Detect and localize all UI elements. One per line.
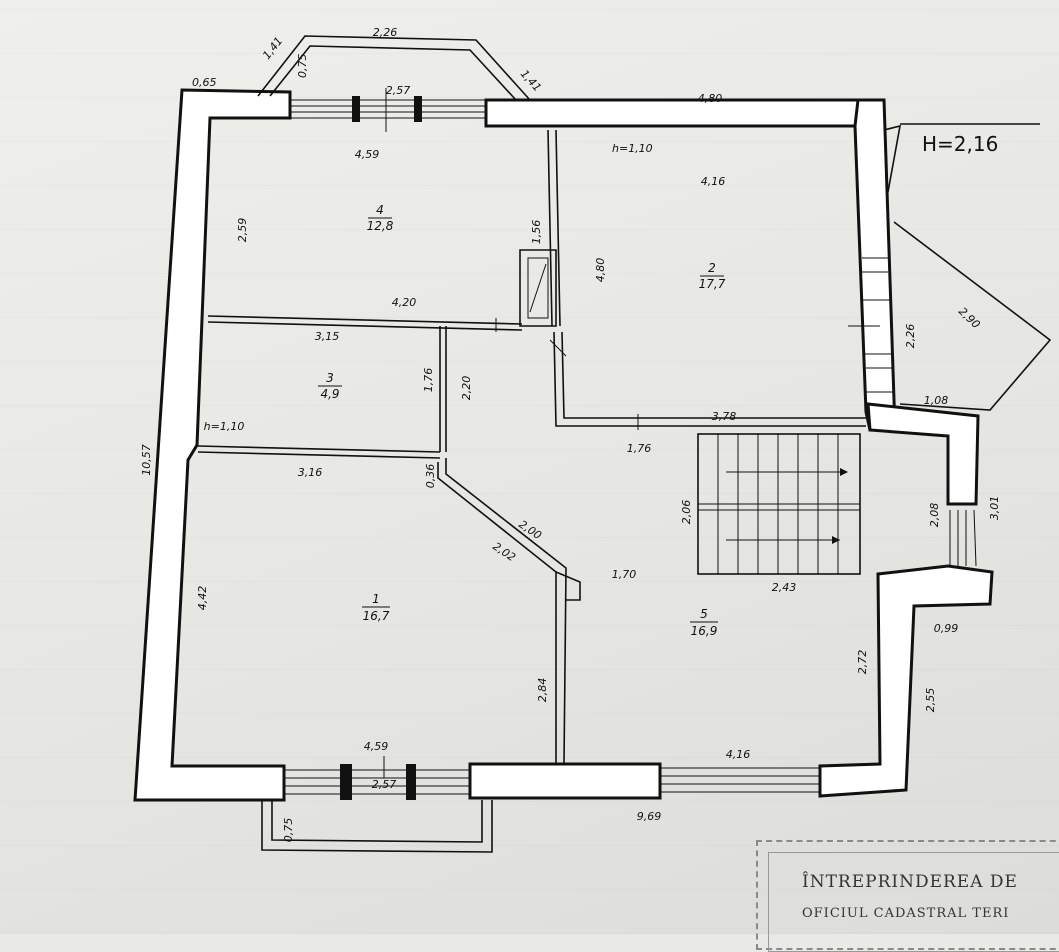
svg-text:2,02: 2,02	[490, 540, 518, 564]
svg-text:2,84: 2,84	[536, 678, 549, 703]
svg-text:2,20: 2,20	[460, 376, 473, 401]
svg-text:17,7: 17,7	[699, 277, 726, 291]
svg-text:4,42: 4,42	[196, 586, 209, 611]
svg-text:1,56: 1,56	[530, 220, 543, 245]
svg-text:0,36: 0,36	[424, 464, 437, 489]
svg-text:2,72: 2,72	[856, 650, 869, 675]
svg-text:12,8: 12,8	[367, 219, 394, 233]
svg-text:2,00: 2,00	[516, 518, 544, 542]
svg-text:2,90: 2,90	[956, 305, 983, 331]
bay-windows	[257, 35, 1052, 853]
ceiling-height-mark: H=2,16	[900, 123, 1040, 156]
svg-text:1,41: 1,41	[260, 35, 285, 62]
windows	[284, 96, 977, 800]
stamp-frame	[768, 852, 1059, 952]
svg-text:3,15: 3,15	[315, 330, 340, 343]
svg-text:9,69: 9,69	[637, 810, 662, 823]
svg-text:0,75: 0,75	[296, 54, 309, 79]
svg-text:2: 2	[708, 261, 716, 275]
cadastral-stamp: ÎNTREPRINDEREA DE OFICIUL CADASTRAL TERI	[756, 840, 1059, 952]
svg-text:16,7: 16,7	[363, 609, 390, 623]
svg-text:2,57: 2,57	[372, 778, 397, 791]
svg-text:2,43: 2,43	[772, 581, 797, 594]
svg-text:1,76: 1,76	[422, 368, 435, 393]
room-4-label: 412,8	[367, 203, 394, 233]
interior-walls	[197, 129, 866, 765]
svg-text:2,06: 2,06	[680, 500, 693, 525]
svg-text:2,55: 2,55	[924, 688, 937, 713]
exterior-walls	[133, 88, 994, 802]
room-3-label: 34,9	[318, 371, 342, 401]
stamp-line-2: OFICIUL CADASTRAL TERI	[802, 906, 1010, 921]
svg-text:3: 3	[326, 371, 334, 385]
svg-text:3,78: 3,78	[712, 410, 737, 423]
svg-text:4,9: 4,9	[320, 387, 339, 401]
svg-text:4,59: 4,59	[364, 740, 389, 753]
svg-text:5: 5	[700, 607, 708, 621]
svg-text:1: 1	[372, 592, 380, 606]
svg-text:0,75: 0,75	[282, 818, 295, 843]
svg-text:1,70: 1,70	[612, 568, 637, 581]
stamp-line-1: ÎNTREPRINDEREA DE	[802, 872, 1018, 892]
svg-text:h=1,10: h=1,10	[612, 142, 653, 155]
ceiling-height-label: H=2,16	[922, 132, 998, 156]
svg-text:4,16: 4,16	[701, 175, 726, 188]
svg-text:1,76: 1,76	[627, 442, 652, 455]
room-labels: 412,8 217,7 34,9 116,7 516,9	[318, 203, 726, 638]
svg-text:1,08: 1,08	[924, 394, 949, 407]
dimension-ticks	[383, 88, 880, 778]
room-5-label: 516,9	[690, 607, 718, 638]
svg-text:3,16: 3,16	[298, 466, 323, 479]
svg-text:4,59: 4,59	[355, 148, 380, 161]
svg-text:h=1,10: h=1,10	[204, 420, 245, 433]
room-2-label: 217,7	[699, 261, 726, 291]
svg-text:4,80: 4,80	[594, 258, 607, 283]
svg-text:2,57: 2,57	[386, 84, 411, 97]
svg-text:4,80: 4,80	[698, 92, 723, 105]
staircase	[697, 433, 861, 575]
svg-text:4,16: 4,16	[726, 748, 751, 761]
svg-text:3,01: 3,01	[988, 496, 1001, 521]
svg-text:0,65: 0,65	[192, 76, 217, 89]
svg-text:2,08: 2,08	[928, 503, 941, 528]
svg-text:0,99: 0,99	[934, 622, 959, 635]
svg-text:10,57: 10,57	[140, 444, 153, 476]
svg-text:2,26: 2,26	[373, 26, 398, 39]
svg-text:16,9: 16,9	[691, 624, 718, 638]
room-1-label: 116,7	[362, 592, 390, 623]
svg-text:2,59: 2,59	[236, 218, 249, 243]
svg-text:2,26: 2,26	[904, 324, 917, 349]
svg-text:4,20: 4,20	[392, 296, 417, 309]
svg-text:4: 4	[376, 203, 384, 217]
